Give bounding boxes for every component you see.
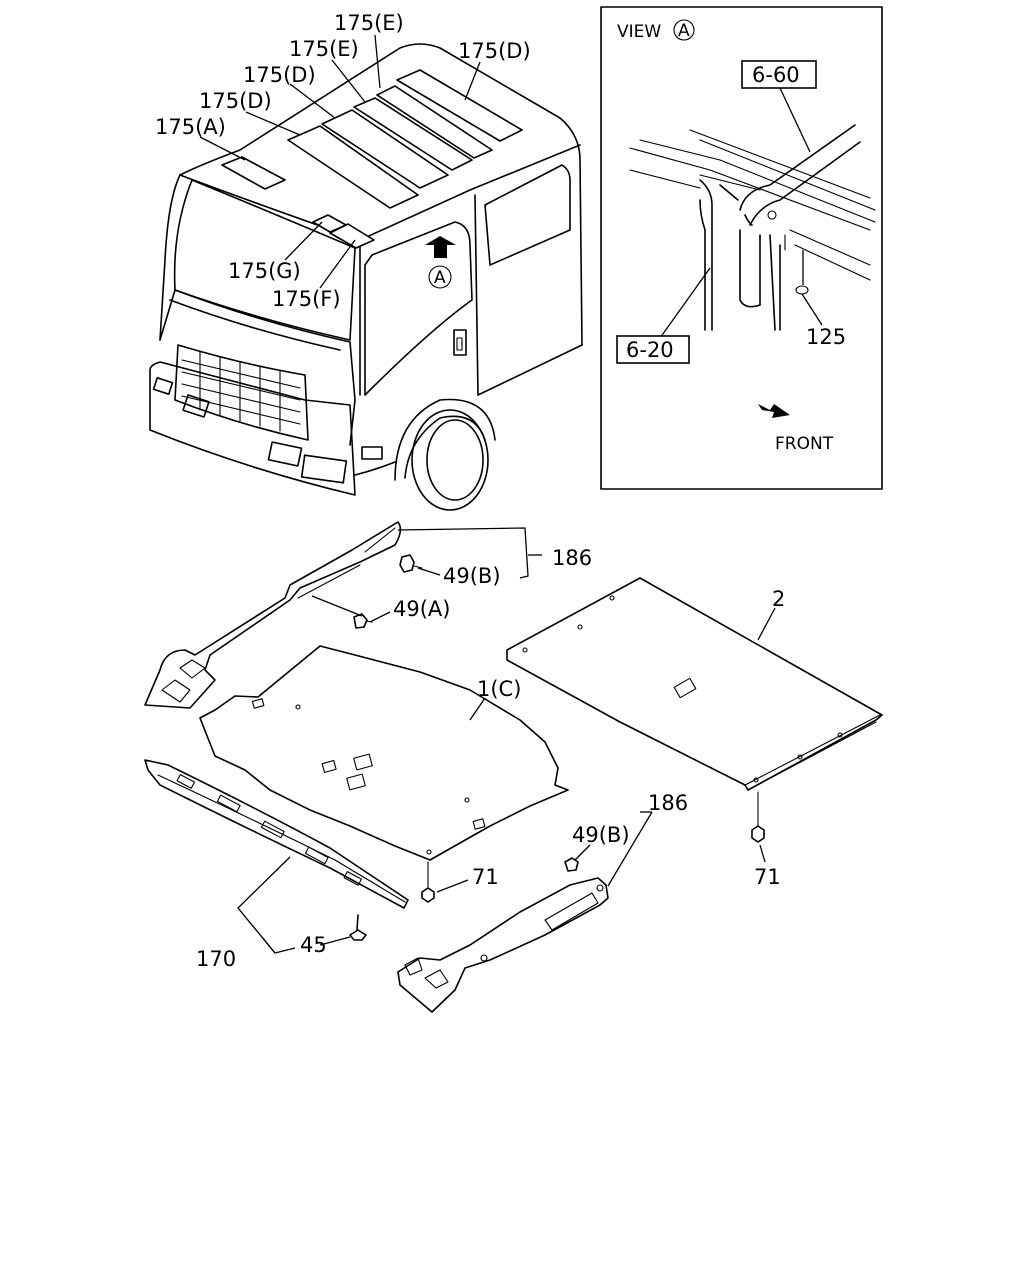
label-170: 170 — [196, 947, 236, 971]
label-175f: 175(F) — [272, 287, 341, 311]
view-a-marker: A — [678, 21, 690, 41]
cab-view-marker: A — [434, 268, 446, 288]
label-2: 2 — [772, 587, 785, 611]
label-175e-top: 175(E) — [334, 11, 404, 35]
label-49a: 49(A) — [393, 597, 450, 621]
ref-6-20: 6-20 — [626, 338, 674, 362]
clip-49b-bottom — [564, 857, 579, 872]
front-label: FRONT — [775, 434, 834, 454]
clip-49a — [353, 613, 373, 629]
view-a-arrow-icon — [425, 236, 456, 258]
label-175d-left: 175(D) — [243, 63, 316, 87]
nut-71-right — [751, 791, 765, 843]
label-175d-mid: 175(D) — [199, 89, 272, 113]
header-trim-170 — [144, 759, 409, 909]
pad-175e-2 — [376, 85, 493, 159]
label-71-left: 71 — [472, 865, 499, 889]
screw-45 — [349, 914, 367, 941]
headliner-1c — [199, 645, 569, 861]
roof-panel-2 — [506, 577, 883, 791]
pad-175f — [329, 223, 375, 249]
pad-175e-1 — [353, 97, 473, 171]
label-186-top: 186 — [552, 546, 592, 570]
label-49b-bottom: 49(B) — [572, 823, 630, 847]
clip-49b-top — [399, 554, 423, 573]
view-a-title: VIEW — [617, 22, 661, 42]
label-71-right: 71 — [754, 865, 781, 889]
pillar-trim-upper — [144, 521, 402, 709]
label-175g: 175(G) — [228, 259, 301, 283]
part-leaders — [237, 527, 776, 954]
label-175a: 175(A) — [155, 115, 226, 139]
pad-175d-3 — [396, 69, 523, 142]
label-186-bottom: 186 — [648, 791, 688, 815]
pillar-trim-lower — [397, 877, 609, 1013]
view-a-panel: VIEW A 6-60 6-20 125 — [600, 6, 883, 490]
pad-175d-1 — [287, 125, 419, 209]
label-175d-right: 175(D) — [458, 39, 531, 63]
pad-175a — [221, 156, 286, 190]
label-175e: 175(E) — [289, 37, 359, 61]
ref-6-60: 6-60 — [752, 63, 800, 87]
label-49b-top: 49(B) — [443, 564, 501, 588]
cab-leaders — [199, 34, 481, 289]
label-1c: 1(C) — [477, 677, 521, 701]
nut-71-left — [421, 861, 435, 903]
label-125: 125 — [806, 325, 846, 349]
truck-cab-illustration: A — [149, 43, 583, 511]
pad-175d-2 — [321, 109, 449, 189]
front-arrow-icon — [758, 404, 790, 418]
label-45: 45 — [300, 933, 327, 957]
